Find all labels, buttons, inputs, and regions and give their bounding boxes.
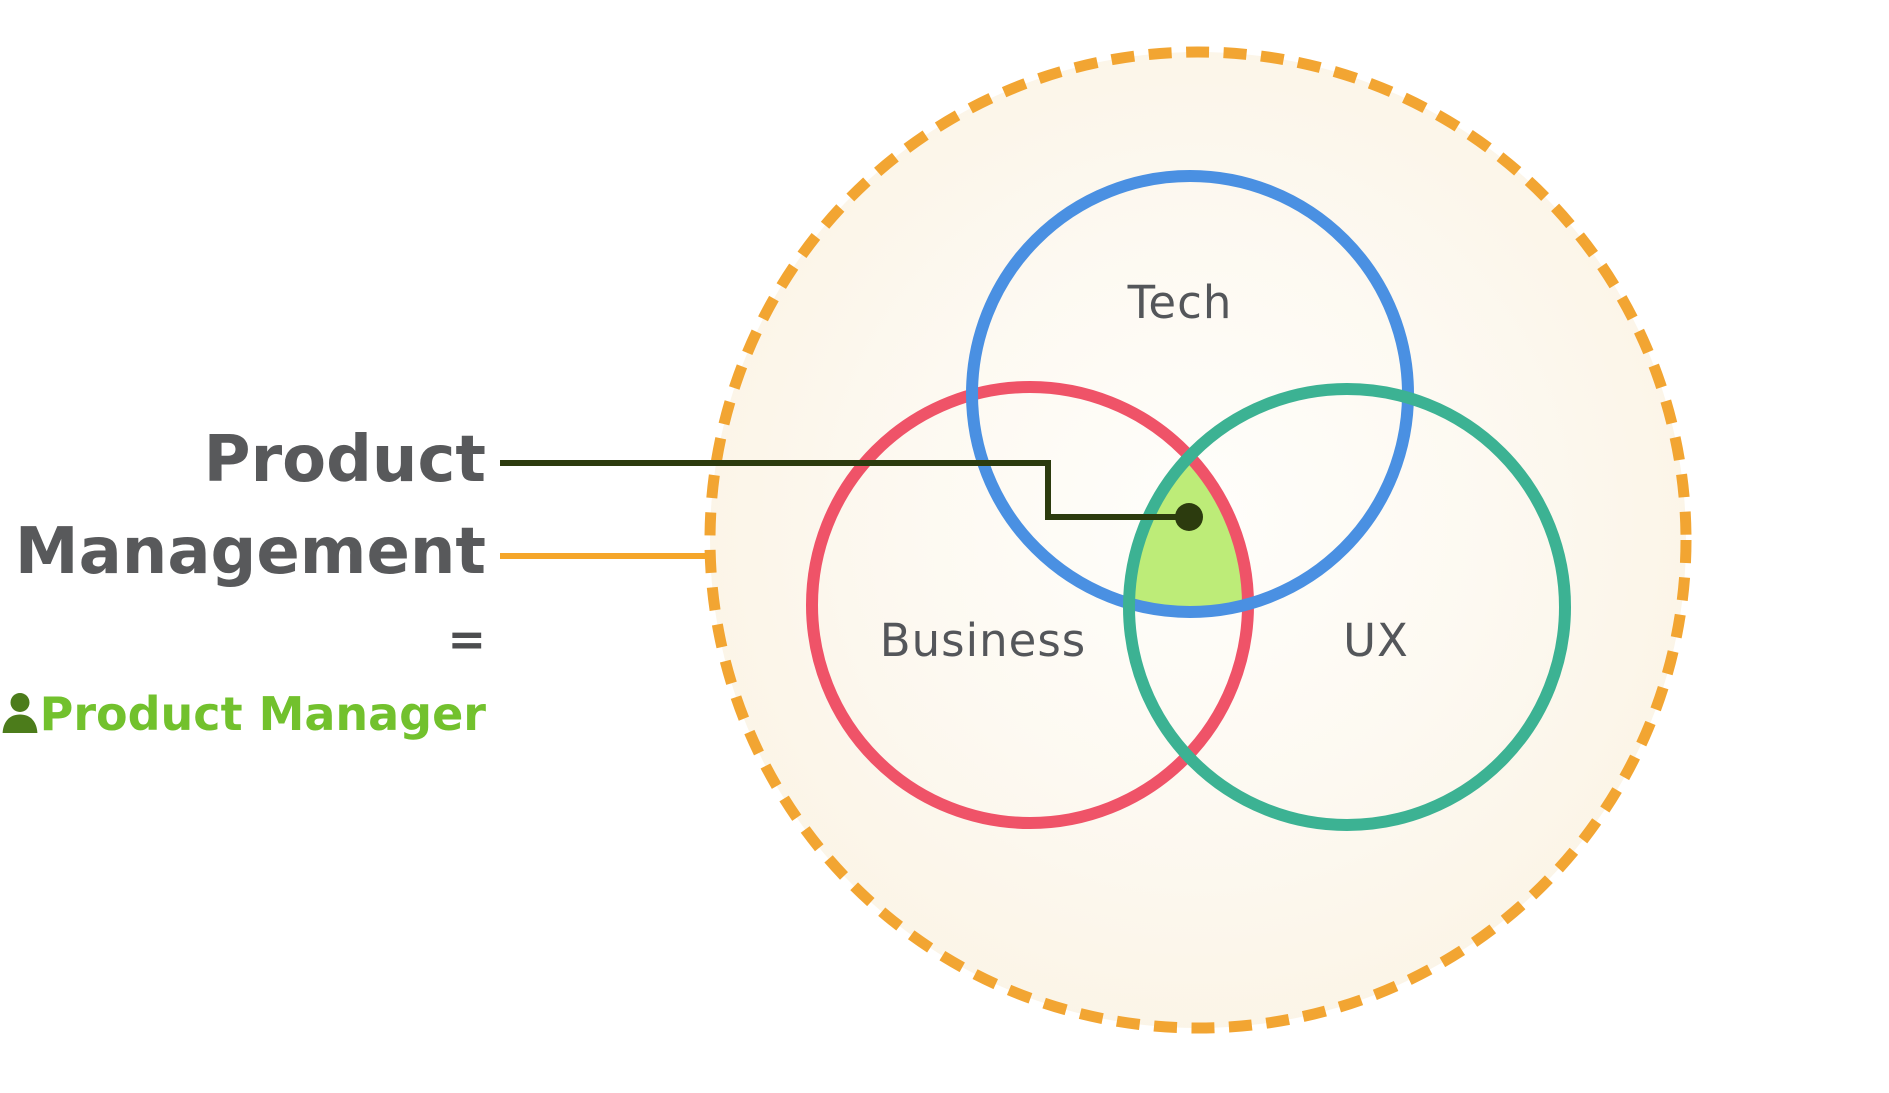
ux-circle (1123, 383, 1571, 831)
intersection-dot (1175, 503, 1203, 531)
ux-label: UX (1343, 614, 1409, 667)
page-title-line1: Product (203, 423, 486, 497)
tech-label: Tech (1127, 276, 1233, 329)
product-connector-line (500, 460, 1178, 520)
product-manager-line: Product Manager (0, 687, 486, 741)
equals-sign: = (447, 612, 486, 666)
product-manager-label: Product Manager (39, 687, 486, 741)
page-title-line2: Management (14, 515, 486, 589)
business-label: Business (880, 614, 1086, 667)
person-icon (2, 693, 38, 733)
